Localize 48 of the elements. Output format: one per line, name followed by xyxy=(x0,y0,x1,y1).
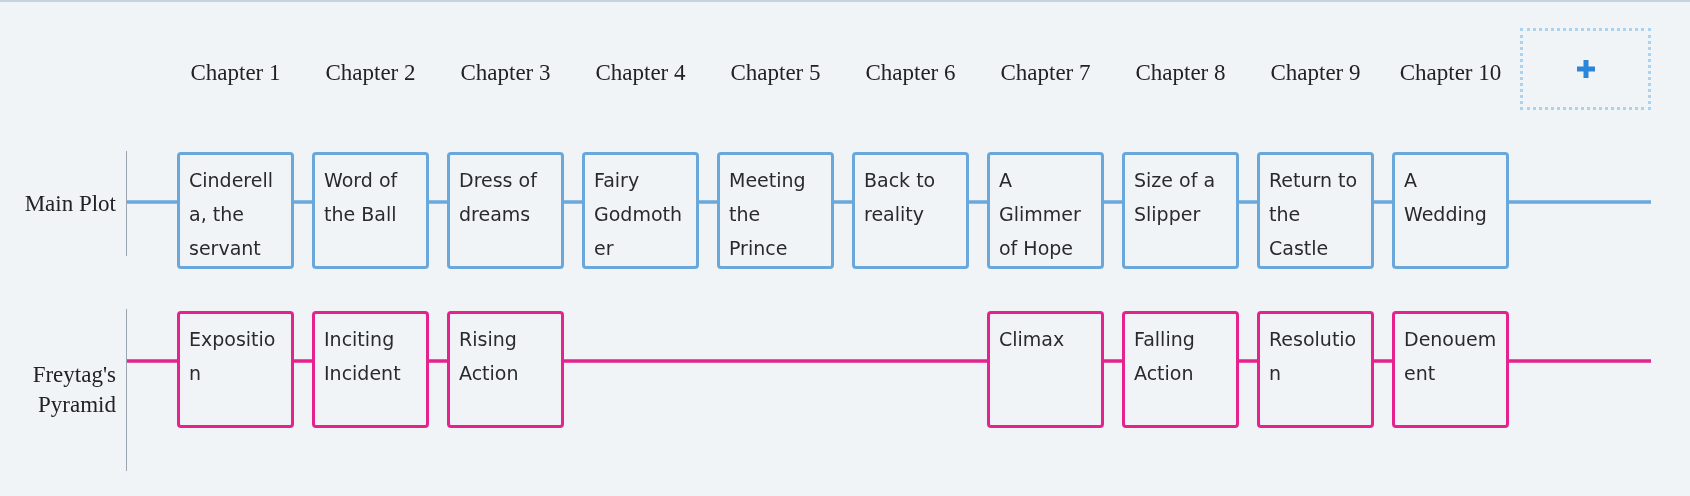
connector-line xyxy=(564,359,987,363)
plot-card: Word of the Ball xyxy=(312,152,429,269)
chapter-heading: Chapter 1 xyxy=(189,60,282,86)
connector-line xyxy=(969,200,987,204)
plot-card: Exposition xyxy=(177,311,294,428)
plot-card: Fairy Godmother xyxy=(582,152,699,269)
plot-card: Denouement xyxy=(1392,311,1509,428)
connector-line xyxy=(699,200,717,204)
connector-line xyxy=(834,200,852,204)
plot-card: Rising Action xyxy=(447,311,564,428)
connector-line xyxy=(294,359,312,363)
connector-line xyxy=(429,359,447,363)
connector-line xyxy=(1374,359,1392,363)
row-label: Freytag's Pyramid xyxy=(10,309,127,471)
chapter-heading: Chapter 4 xyxy=(594,60,687,86)
connector-line xyxy=(127,200,177,204)
plot-card: Inciting Incident xyxy=(312,311,429,428)
plot-card: Falling Action xyxy=(1122,311,1239,428)
chapter-heading: Chapter 9 xyxy=(1269,60,1362,86)
chapter-heading: Chapter 7 xyxy=(999,60,1092,86)
connector-line xyxy=(1509,359,1651,363)
connector-line xyxy=(1239,200,1257,204)
connector-line xyxy=(564,200,582,204)
plot-card: Dress of dreams xyxy=(447,152,564,269)
chapter-heading: Chapter 2 xyxy=(324,60,417,86)
plot-card: Resolution xyxy=(1257,311,1374,428)
chapter-heading: Chapter 10 xyxy=(1398,60,1503,86)
connector-line xyxy=(1509,200,1651,204)
connector-line xyxy=(1104,200,1122,204)
plot-card: Climax xyxy=(987,311,1104,428)
connector-line xyxy=(1104,359,1122,363)
connector-line xyxy=(429,200,447,204)
plot-card: A Wedding xyxy=(1392,152,1509,269)
chapter-heading: Chapter 8 xyxy=(1134,60,1227,86)
connector-line xyxy=(1239,359,1257,363)
row-label: Main Plot xyxy=(10,151,127,256)
plot-card: A Glimmer of Hope xyxy=(987,152,1104,269)
plot-card: Size of a Slipper xyxy=(1122,152,1239,269)
chapter-heading: Chapter 3 xyxy=(459,60,552,86)
plot-card: Cinderella, the servant xyxy=(177,152,294,269)
chapter-heading: Chapter 5 xyxy=(729,60,822,86)
chapter-heading: Chapter 6 xyxy=(864,60,957,86)
connector-line xyxy=(294,200,312,204)
connector-line xyxy=(1374,200,1392,204)
connector-line xyxy=(127,359,177,363)
plot-card: Return to the Castle xyxy=(1257,152,1374,269)
plot-card: Back to reality xyxy=(852,152,969,269)
plot-card: Meeting the Prince xyxy=(717,152,834,269)
